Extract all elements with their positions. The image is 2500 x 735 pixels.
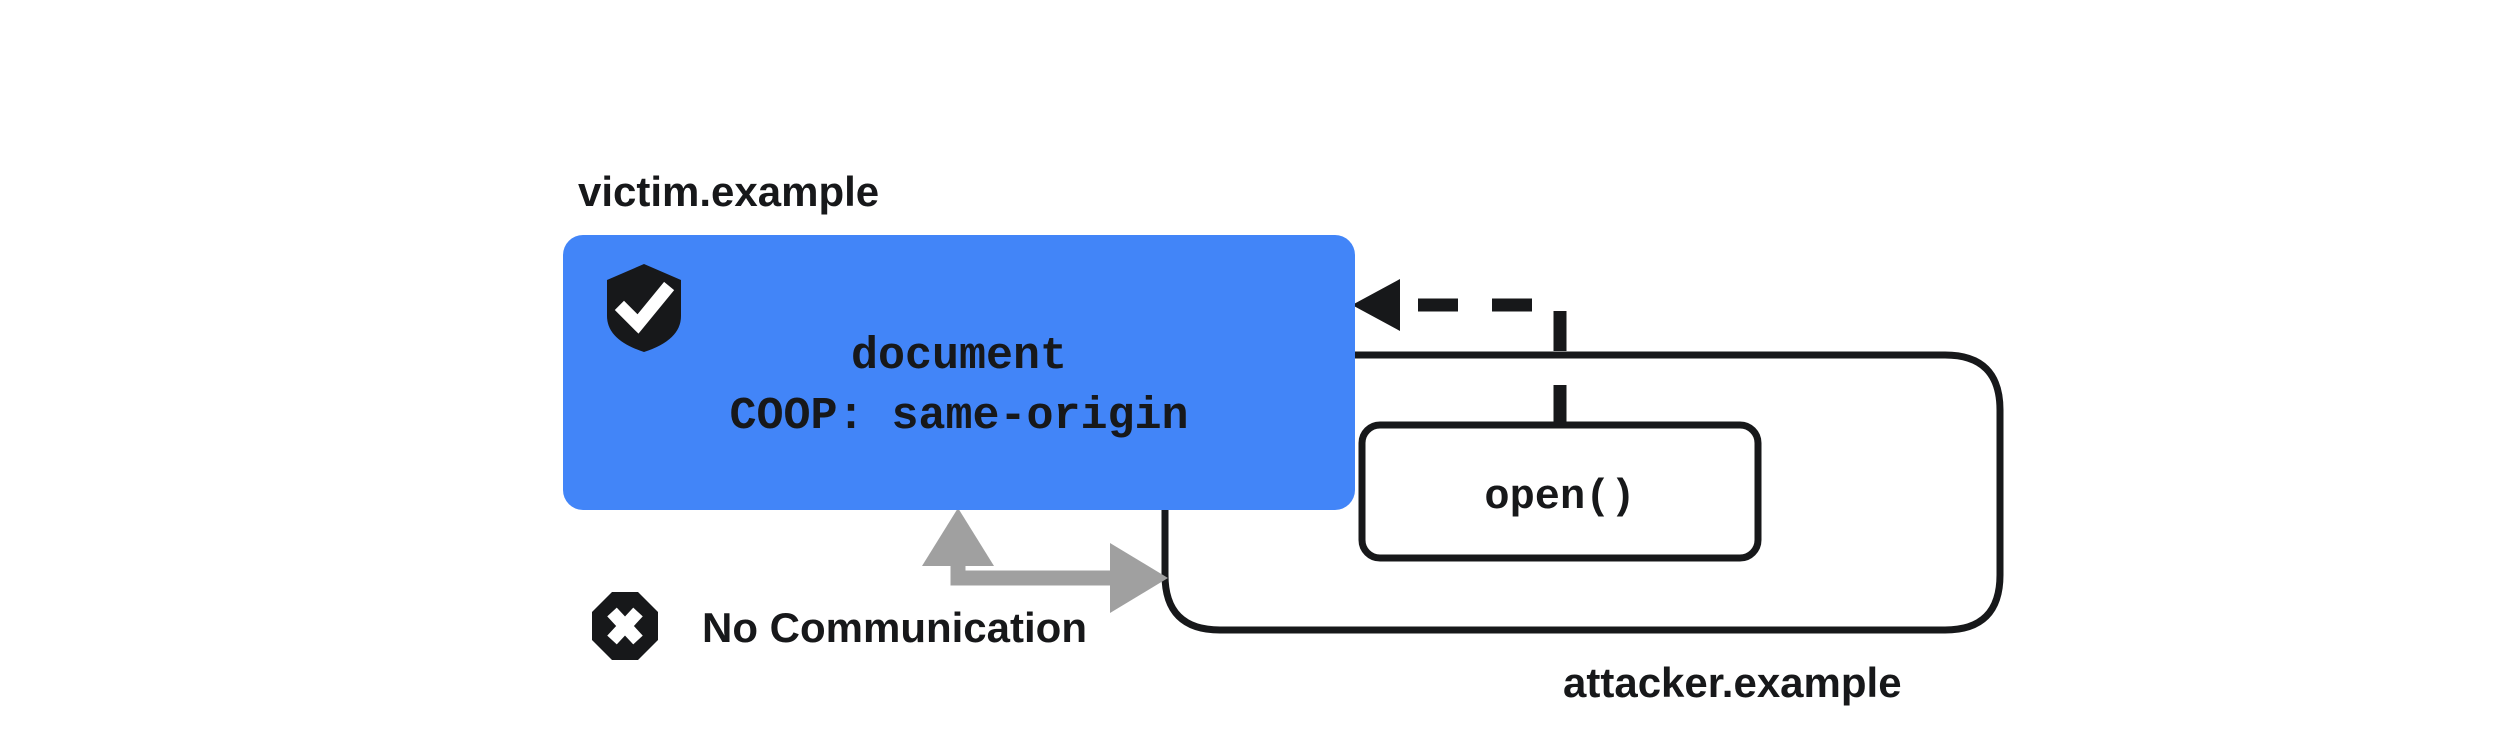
no-communication-label: No Communication [702, 604, 1087, 651]
attacker-origin-label: attacker.example [1563, 659, 1902, 706]
no-communication-arrowhead-up-icon [922, 508, 994, 566]
victim-document-label: document [851, 331, 1067, 382]
open-call-label: open() [1484, 473, 1635, 521]
no-communication-arrowhead-right-icon [1110, 543, 1168, 613]
victim-document-box [563, 235, 1355, 510]
attacker-origin-boundary [1161, 351, 2004, 634]
open-call-dashed-connector [1395, 298, 1567, 425]
open-call-box [1358, 421, 1762, 562]
open-call-arrowhead-icon [1352, 279, 1400, 331]
shield-check-icon [607, 264, 681, 352]
victim-origin-label: victim.example [578, 168, 879, 215]
victim-coop-header-label: COOP: same-origin [729, 391, 1188, 442]
octagon-x-icon [592, 592, 658, 660]
